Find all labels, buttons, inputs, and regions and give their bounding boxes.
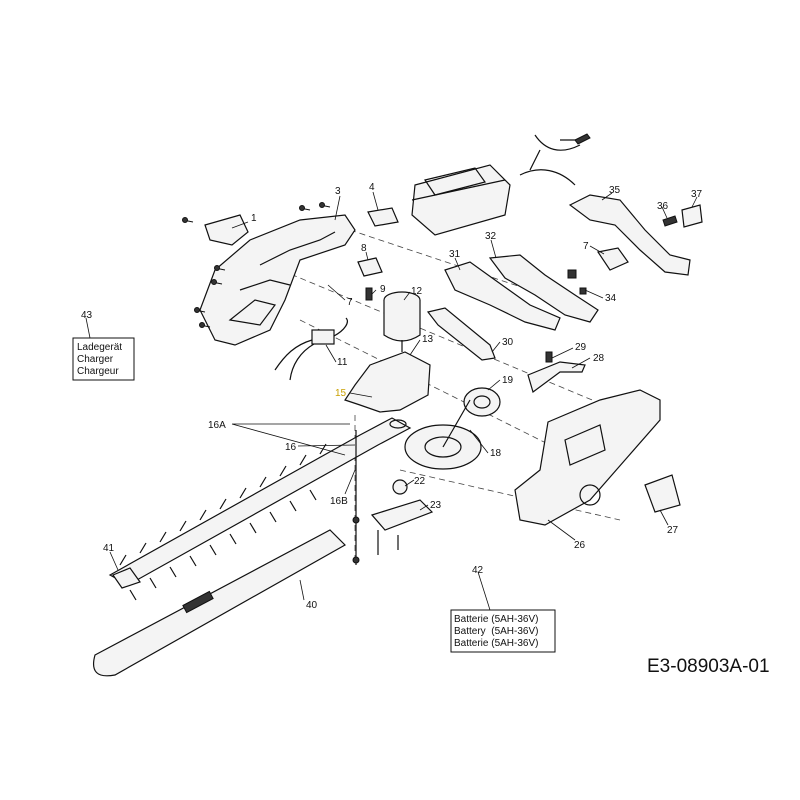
plate-23 <box>370 499 434 531</box>
right-housing-26 <box>514 389 661 526</box>
label-11: 11 <box>337 357 348 368</box>
motor-12 <box>383 291 421 352</box>
switch-button-part <box>357 257 383 277</box>
label-7-right: 7 <box>583 241 589 252</box>
washer-22 <box>392 479 408 495</box>
label-15: 15 <box>335 388 347 399</box>
left-housing <box>199 214 356 346</box>
trigger-part <box>204 214 249 246</box>
charger-label-en: Charger <box>77 354 114 365</box>
label-16b: 16B <box>330 496 348 507</box>
clip-37 <box>681 204 703 228</box>
label-34: 34 <box>605 293 617 304</box>
bolts-16b <box>352 430 399 565</box>
label-27: 27 <box>667 525 679 536</box>
label-16: 16 <box>285 442 297 453</box>
spring-29 <box>545 351 553 363</box>
handle-shell-31 <box>444 261 561 331</box>
diagram-code: E3-08903A-01 <box>647 656 770 677</box>
cover-27 <box>644 474 681 513</box>
label-7-left: 7 <box>347 297 353 308</box>
label-37: 37 <box>691 189 703 200</box>
battery-label-de: Batterie (5AH-36V) <box>454 614 538 625</box>
spring-part <box>365 287 373 301</box>
label-16a: 16A <box>208 420 226 431</box>
label-12: 12 <box>411 286 423 297</box>
label-9: 9 <box>380 284 386 295</box>
handle-shell-32 <box>488 254 599 323</box>
label-28: 28 <box>593 353 605 364</box>
cable-harness <box>519 133 591 186</box>
spring-36 <box>662 215 678 227</box>
label-23: 23 <box>430 500 442 511</box>
label-3: 3 <box>335 186 341 197</box>
lock-button-part <box>367 207 399 227</box>
screw-set-left <box>182 202 331 328</box>
charger-label-de: Ladegerät <box>77 342 122 353</box>
gearbox-13 <box>344 351 431 413</box>
label-36: 36 <box>657 201 669 212</box>
charger-box: Ladegerät Charger Chargeur <box>72 337 135 381</box>
battery-box: Batterie (5AH-36V) Battery (5AH-36V) Bat… <box>450 609 556 653</box>
blade-tip-41 <box>112 567 141 589</box>
lever-30 <box>426 307 496 361</box>
label-35: 35 <box>609 185 621 196</box>
label-31: 31 <box>449 249 461 260</box>
gear-19 <box>463 387 501 417</box>
battery-label-fr: Batterie (5AH-36V) <box>454 638 538 649</box>
label-32: 32 <box>485 231 497 242</box>
assembly-dash-lines <box>244 229 641 560</box>
label-29: 29 <box>575 342 587 353</box>
right-handle-cover <box>568 194 691 276</box>
label-42: 42 <box>472 565 484 576</box>
label-41: 41 <box>103 543 115 554</box>
small-part-34 <box>567 269 587 295</box>
label-26: 26 <box>574 540 586 551</box>
cable-11 <box>274 317 348 381</box>
label-19: 19 <box>502 375 514 386</box>
label-43: 43 <box>81 310 93 321</box>
battery-label-en: Battery (5AH-36V) <box>454 626 538 637</box>
label-8: 8 <box>361 243 367 254</box>
battery-pack <box>411 164 511 236</box>
label-4: 4 <box>369 182 375 193</box>
label-40: 40 <box>306 600 318 611</box>
label-18: 18 <box>490 448 502 459</box>
part-labels: 1 3 4 7 7 8 9 11 12 13 15 16 16A 16B 18 … <box>81 182 703 611</box>
label-13: 13 <box>422 334 434 345</box>
leader-lines <box>85 191 698 611</box>
charger-label-fr: Chargeur <box>77 366 119 377</box>
switch-7-right <box>597 247 629 271</box>
label-1: 1 <box>251 213 257 224</box>
bracket-28 <box>527 361 586 393</box>
gear-18 <box>404 399 482 470</box>
label-30: 30 <box>502 337 514 348</box>
label-22: 22 <box>414 476 426 487</box>
blade-cover-40 <box>93 529 346 677</box>
